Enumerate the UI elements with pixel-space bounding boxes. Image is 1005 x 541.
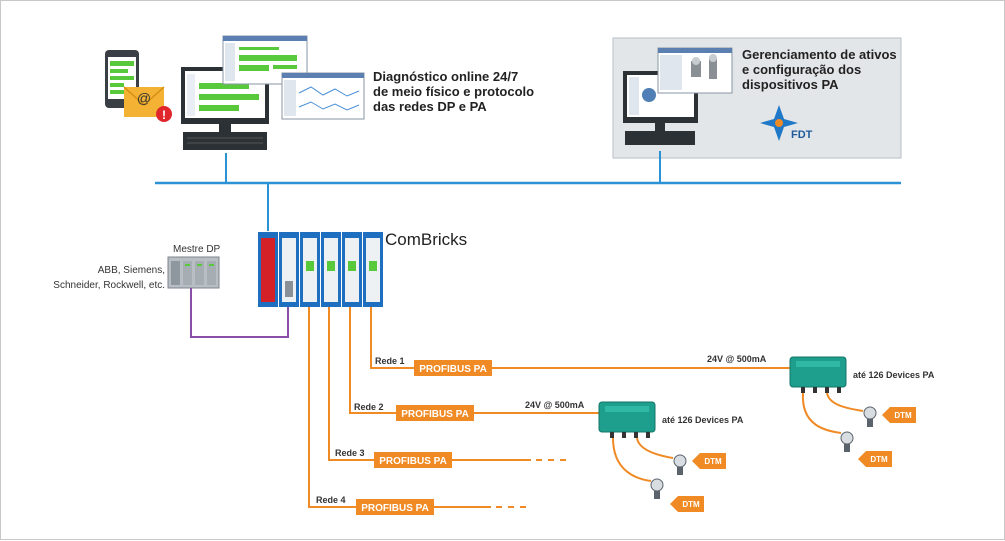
- profibus-pa-badge-2: [396, 405, 474, 421]
- dtm-tag-1a: DTM: [882, 407, 916, 423]
- asset-title-line-1: Gerenciamento de ativos: [742, 47, 897, 62]
- profibus-pa-badge-1: [414, 360, 492, 376]
- junction-box-rede-2: [598, 401, 656, 438]
- fdt-logo-text: FDT: [791, 129, 813, 141]
- master-brands-line-1: ABB, Siemens,: [98, 265, 165, 276]
- power-label-rede-2: 24V @ 500mA: [525, 400, 585, 410]
- profibus-pa-label-1: PROFIBUS PA: [419, 364, 487, 375]
- device-cable-1a: [801, 392, 842, 434]
- diagnostic-screenshot-1: [222, 35, 308, 85]
- dtm-label-1b: DTM: [870, 455, 888, 464]
- dtm-tag-2b: DTM: [670, 496, 704, 512]
- combricks-title: ComBricks: [385, 230, 467, 249]
- asset-title-line-2: e configuração dos: [742, 62, 861, 77]
- pa-transmitter-icon: [673, 454, 687, 475]
- device-cable-2b: [636, 437, 674, 459]
- diagnostic-title-line-3: das redes DP e PA: [373, 99, 487, 114]
- svg-text:!: !: [162, 108, 166, 122]
- profibus-pa-label-4: PROFIBUS PA: [361, 503, 429, 514]
- dtm-tag-1b: DTM: [858, 451, 892, 467]
- rede-3-label: Rede 3: [335, 448, 365, 458]
- fdt-logo: FDT: [760, 105, 813, 141]
- profibus-pa-label-2: PROFIBUS PA: [401, 409, 469, 420]
- device-cable-2a: [612, 437, 652, 482]
- junction-box-rede-1: [789, 356, 847, 393]
- power-label-rede-1: 24V @ 500mA: [707, 354, 767, 364]
- master-brands-line-2: Schneider, Rockwell, etc.: [53, 280, 165, 291]
- pa-transmitter-icon: [840, 431, 854, 452]
- combricks-rack: [258, 232, 383, 307]
- plc-master-icon: [167, 256, 220, 289]
- dtm-label-1a: DTM: [894, 411, 912, 420]
- dtm-label-2b: DTM: [682, 500, 700, 509]
- rede-4-label: Rede 4: [316, 495, 346, 505]
- alert-icon: !: [156, 106, 172, 122]
- rede-2-label: Rede 2: [354, 402, 384, 412]
- diagnostic-title-line-2: de meio físico e protocolo: [373, 84, 534, 99]
- profibus-pa-badge-3: [374, 452, 452, 468]
- diagnostic-screenshot-2: [281, 72, 365, 120]
- pa-transmitter-icon: [863, 406, 877, 427]
- diagnostic-title-line-1: Diagnóstico online 24/7: [373, 69, 518, 84]
- devices-count-rede-1: até 126 Devices PA: [853, 370, 935, 380]
- profibus-pa-badge-4: [356, 499, 434, 515]
- master-dp-title: Mestre DP: [173, 244, 221, 255]
- dtm-tag-2a: DTM: [692, 453, 726, 469]
- asset-screenshot: [657, 47, 733, 94]
- pa-transmitter-icon: [650, 478, 664, 499]
- device-cable-1b: [826, 392, 864, 412]
- profibus-dp-cable: [190, 288, 289, 338]
- svg-text:@: @: [137, 90, 151, 106]
- rede-1-label: Rede 1: [375, 356, 405, 366]
- asset-title-line-3: dispositivos PA: [742, 77, 839, 92]
- dtm-label-2a: DTM: [704, 457, 722, 466]
- profibus-pa-label-3: PROFIBUS PA: [379, 456, 447, 467]
- devices-count-rede-2: até 126 Devices PA: [662, 415, 744, 425]
